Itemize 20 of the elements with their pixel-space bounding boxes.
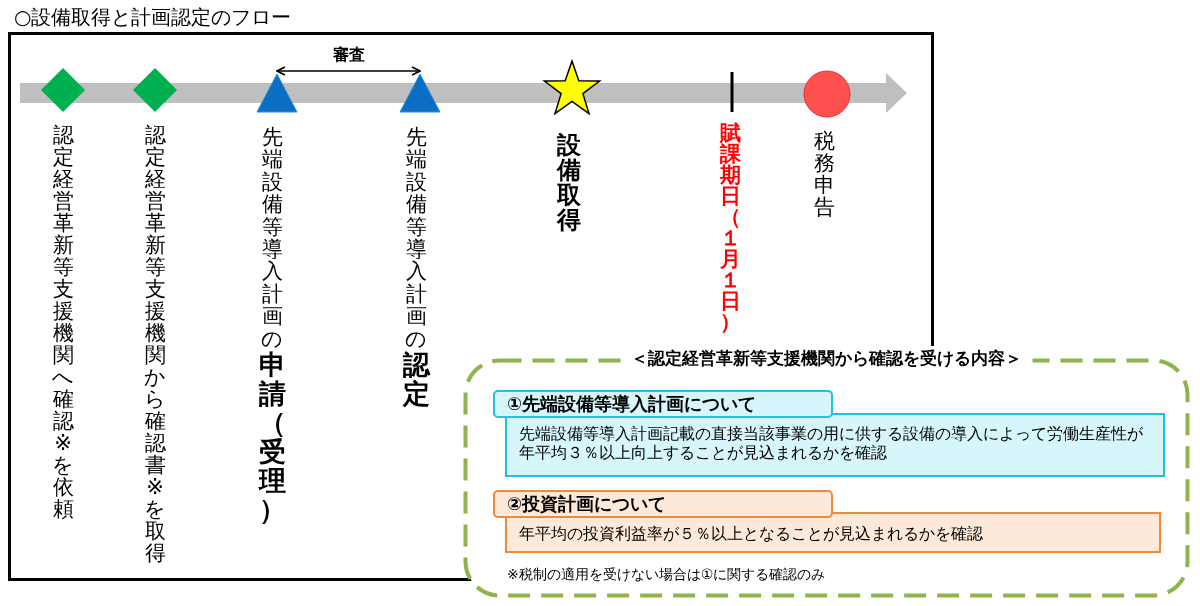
star-marker bbox=[542, 60, 602, 116]
triangle-marker bbox=[399, 72, 441, 113]
vertical-caption: 先端設備等導入計画の認定 bbox=[401, 126, 431, 409]
vertical-caption: 認定経営革新等支援機関へ確認※を依頼 bbox=[51, 124, 75, 520]
diamond-marker bbox=[41, 68, 85, 112]
triangle-marker bbox=[256, 72, 298, 113]
vertical-caption: 認定経営革新等支援機関から確認書※を取得 bbox=[143, 124, 167, 564]
vertical-caption: 先端設備等導入計画の申請（受理） bbox=[257, 126, 287, 525]
circle-marker bbox=[803, 70, 851, 118]
footnote: ※税制の適用を受けない場合は①に関する確認のみ bbox=[507, 565, 826, 583]
tab-heading: ②投資計画について bbox=[493, 490, 833, 518]
tick-mark bbox=[729, 72, 735, 112]
title: ○設備取得と計画認定のフロー bbox=[14, 4, 292, 30]
vertical-caption: 税務申告 bbox=[812, 130, 836, 218]
vertical-caption: 設備取得 bbox=[555, 133, 582, 233]
text-box: 先端設備等導入計画記載の直接当該事業の用に供する設備の導入によって労働生産性が年平均３％以上向上することが見込まれるかを確認 bbox=[505, 413, 1165, 477]
double-arrow bbox=[276, 66, 421, 76]
vertical-caption: 賦課期日（１月１日） bbox=[718, 123, 742, 333]
tab-heading: ①先端設備等導入計画について bbox=[493, 390, 833, 418]
diamond-marker bbox=[133, 68, 177, 112]
